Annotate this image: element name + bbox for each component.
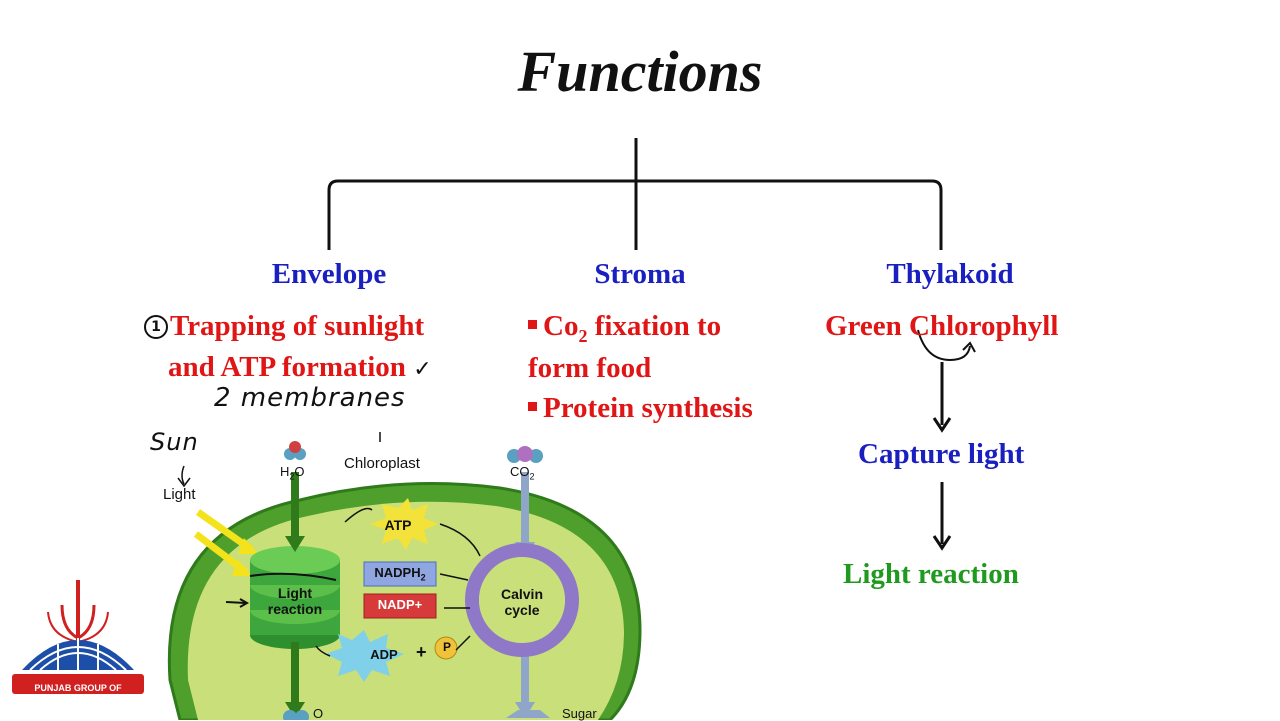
co2-molecule-icon — [507, 446, 543, 463]
bullet-icon — [528, 320, 537, 329]
sugar-icon — [506, 710, 550, 718]
thylakoid-heading: Thylakoid — [886, 258, 1014, 290]
atp-label: ATP — [384, 517, 412, 533]
light-label: Light — [163, 486, 196, 503]
phosphate-label: P — [442, 640, 451, 654]
number-1-mark: 1 — [144, 315, 168, 339]
sunlight-arrows-icon — [193, 509, 258, 576]
plus-label: + — [416, 642, 427, 662]
thylakoid-pigment: Green Chlorophyll — [825, 310, 1059, 342]
o2-label: O — [313, 706, 324, 721]
sun-note: Sun — [150, 428, 199, 456]
calvin-cycle-ring — [465, 543, 579, 657]
college-logo — [12, 580, 144, 694]
sugar-label: Sugar — [562, 706, 597, 721]
membranes-note: 2 membranes — [214, 383, 406, 413]
thylakoid-step-reaction: Light reaction — [843, 558, 1019, 590]
envelope-function-line2: and ATP formation ✓ — [168, 351, 432, 383]
chloroplast-label: Chloroplast — [344, 455, 420, 472]
bullet-icon — [528, 402, 537, 411]
page-title: Functions — [517, 39, 763, 104]
nadp-label: NADP+ — [377, 597, 423, 612]
nadph-label: NADPH2 — [374, 565, 426, 583]
nadp-box — [363, 593, 437, 619]
stroma-heading: Stroma — [594, 258, 686, 290]
atp-burst-icon — [370, 498, 438, 550]
nadph-box — [363, 561, 437, 587]
tick-mark: ✓ — [413, 357, 432, 382]
thylakoid-step-capture: Capture light — [858, 438, 1025, 470]
adp-label: ADP — [370, 647, 398, 662]
co2-label: CO2 — [510, 464, 535, 482]
envelope-heading: Envelope — [271, 258, 387, 290]
stroma-item-co2: Co2 fixation to — [528, 310, 721, 347]
adp-burst-icon — [326, 630, 404, 682]
stroma-item-protein: Protein synthesis — [528, 392, 753, 425]
thylakoid-stack — [250, 546, 340, 649]
water-molecule-icon — [284, 441, 306, 460]
chloroplast-diagram — [167, 432, 642, 720]
h2o-label: H2O — [280, 464, 305, 482]
oxygen-molecule-icon — [283, 710, 309, 720]
stroma-item-co2-cont: form food — [528, 352, 652, 384]
logo-text: PUNJAB GROUP OF COLLEGES — [34, 683, 122, 703]
